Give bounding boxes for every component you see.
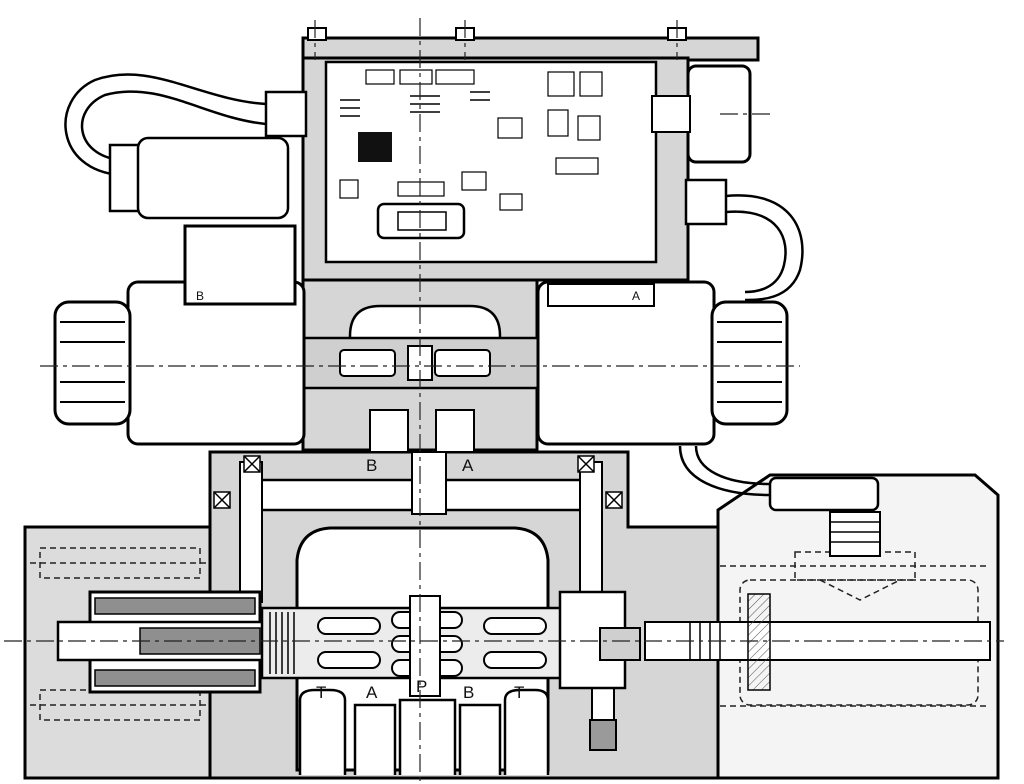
solenoid-left [53, 224, 306, 446]
solenoid-right-label: A [632, 289, 640, 303]
main-port-a-label: A [366, 683, 378, 702]
electronics-housing [264, 27, 760, 282]
main-port-t-left-label: T [316, 683, 326, 702]
pilot-port-b-label: B [366, 456, 377, 475]
position-transducer [644, 473, 1000, 780]
solenoid-left-label: B [196, 289, 204, 303]
solenoid-right [536, 280, 789, 446]
pilot-valve-body [294, 278, 550, 453]
main-port-p-label: P [416, 677, 427, 696]
main-valve-body [23, 450, 720, 780]
main-port-t-right-label: T [514, 683, 524, 702]
cables [64, 73, 804, 497]
main-port-b-label: B [463, 683, 474, 702]
pilot-port-a-label: A [462, 456, 474, 475]
center-lines [4, 18, 1004, 782]
